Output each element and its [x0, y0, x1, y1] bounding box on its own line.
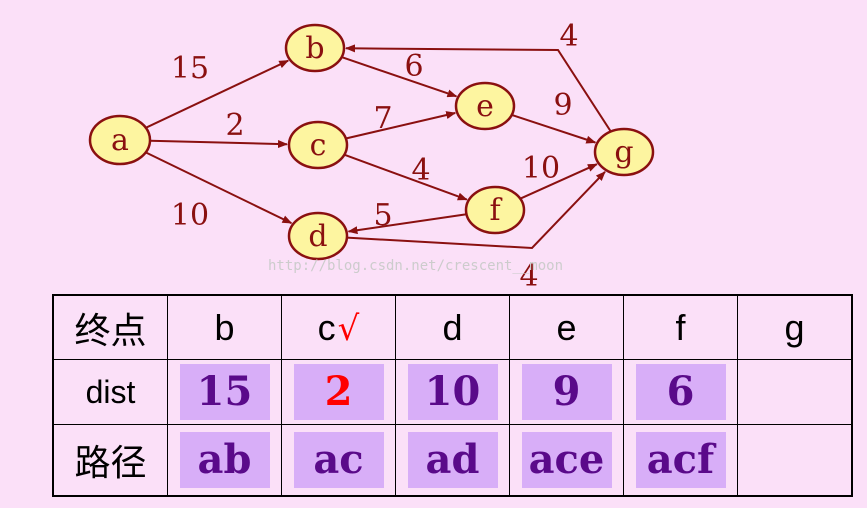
path-label: 路径 [74, 443, 147, 484]
path-value-b: ab [179, 432, 270, 488]
edge-f-g [519, 163, 598, 200]
dist-cell-c: 2 [281, 359, 396, 425]
header-node-b: b [214, 306, 235, 348]
node-label-c: c [310, 128, 327, 163]
node-circle-b [284, 23, 346, 73]
edge-a-b [145, 59, 290, 129]
dist-label: dist [85, 373, 136, 410]
node-c: c [287, 120, 349, 170]
dist-cell-g [737, 359, 853, 425]
path-cell-e: ace [509, 424, 624, 497]
dist-cell-b: 15 [167, 359, 282, 425]
edge-a-d [145, 151, 293, 224]
edge-weight-b-e: 6 [404, 49, 423, 84]
edge-c-e [345, 111, 457, 140]
node-circle-a [88, 114, 152, 166]
header-cell-g: g [737, 294, 853, 360]
node-f: f [464, 185, 526, 235]
header-label: 终点 [74, 310, 147, 352]
edge-g-b [345, 44, 612, 133]
table-path-row: 路径 ab ac ad ace acf [52, 424, 853, 497]
edge-weight-f-d: 5 [373, 198, 392, 233]
path-cell-c: ac [281, 424, 396, 497]
edge-weight-g-b: 4 [559, 19, 578, 54]
edge-weight-c-f: 4 [411, 153, 430, 188]
node-label-a: a [111, 123, 129, 158]
node-label-d: d [308, 219, 327, 254]
header-node-d: d [442, 306, 463, 348]
header-cell-f: f [623, 294, 738, 360]
dist-value-b: 15 [179, 364, 270, 420]
edge-weight-d-g: 4 [519, 259, 538, 290]
path-label-cell: 路径 [52, 424, 168, 497]
check-mark: √ [337, 308, 360, 349]
header-cell-d: d [395, 294, 510, 360]
node-label-g: g [614, 135, 633, 170]
edge-weight-c-e: 7 [373, 101, 392, 136]
node-b: b [284, 23, 346, 73]
path-cell-g [737, 424, 853, 497]
edges-layer [145, 44, 612, 250]
dist-label-cell: dist [52, 359, 168, 425]
dist-value-e: 9 [521, 364, 612, 420]
edge-weight-f-g: 10 [522, 151, 560, 186]
dist-cell-f: 6 [623, 359, 738, 425]
watermark-text: http://blog.csdn.net/crescent__moon [268, 258, 563, 274]
path-cell-b: ab [167, 424, 282, 497]
node-circle-c [287, 120, 349, 170]
edge-f-d [347, 213, 467, 235]
edge-d-g [346, 171, 606, 250]
node-e: e [454, 81, 516, 131]
node-label-f: f [489, 193, 502, 228]
node-label-e: e [476, 89, 494, 124]
dist-value-c: 2 [293, 364, 384, 420]
path-value-f: acf [635, 432, 726, 488]
table-dist-row: dist 15 2 10 9 6 [52, 359, 853, 425]
path-value-e: ace [521, 432, 612, 488]
path-value-c: ac [293, 432, 384, 488]
edge-b-e [341, 56, 458, 98]
node-d: d [287, 211, 349, 261]
path-cell-f: acf [623, 424, 738, 497]
edge-c-f [343, 153, 468, 201]
node-circle-d [287, 211, 349, 261]
header-cell-b: b [167, 294, 282, 360]
edge-e-g [511, 113, 597, 144]
table-header-row: 终点 b c√ d e f g [52, 294, 853, 360]
path-value-d: ad [407, 432, 498, 488]
node-circle-f [464, 185, 526, 235]
node-g: g [593, 127, 655, 177]
header-cell-e: e [509, 294, 624, 360]
dist-value-d: 10 [407, 364, 498, 420]
node-circle-e [454, 81, 516, 131]
header-cell-c: c√ [281, 294, 396, 360]
header-node-e: e [556, 306, 577, 348]
dist-cell-e: 9 [509, 359, 624, 425]
header-node-g: g [784, 306, 805, 348]
edge-a-c [149, 139, 288, 148]
node-label-b: b [305, 31, 324, 66]
node-a: a [88, 114, 152, 166]
distance-table: 终点 b c√ d e f g dist 15 2 10 [52, 294, 853, 497]
edge-weight-a-d: 10 [171, 198, 209, 233]
edge-weight-a-c: 2 [225, 108, 244, 143]
node-circle-g [593, 127, 655, 177]
edge-weight-e-g: 9 [553, 88, 572, 123]
dist-cell-d: 10 [395, 359, 510, 425]
dist-value-f: 6 [635, 364, 726, 420]
header-label-cell: 终点 [52, 294, 168, 360]
edge-weight-a-b: 15 [171, 51, 209, 86]
header-node-f: f [675, 306, 686, 348]
header-node-c: c [317, 306, 336, 348]
path-cell-d: ad [395, 424, 510, 497]
nodes-layer: a b c d e f g [88, 23, 655, 261]
